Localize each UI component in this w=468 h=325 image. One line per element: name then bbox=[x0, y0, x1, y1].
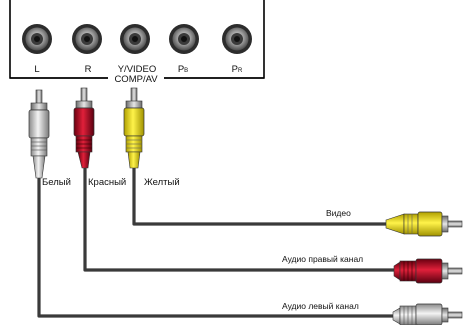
jack-label-r: R bbox=[85, 64, 92, 75]
label-white: Белый bbox=[42, 177, 71, 188]
group-label-comp-av: COMP/AV bbox=[114, 74, 158, 85]
plug-white-vertical[interactable] bbox=[28, 89, 50, 179]
jack-label-y-video: Y/VIDEO bbox=[118, 64, 157, 75]
cable-video bbox=[132, 168, 388, 226]
plug-yellow-vertical[interactable] bbox=[123, 87, 145, 169]
jack-label-l: L bbox=[34, 64, 39, 75]
label-yellow: Желтый bbox=[144, 177, 180, 188]
cable-audio-left bbox=[37, 178, 395, 318]
label-red: Красный bbox=[88, 177, 126, 188]
plug-red-vertical[interactable] bbox=[73, 87, 95, 169]
cables bbox=[37, 168, 396, 318]
jack-pr[interactable] bbox=[222, 24, 252, 54]
jack-label-pb: PB bbox=[178, 64, 188, 75]
label-audio-left: Аудио левый канал bbox=[282, 301, 359, 311]
plug-white-horizontal[interactable] bbox=[392, 303, 463, 325]
plug-red-horizontal[interactable] bbox=[393, 258, 463, 284]
label-audio-right: Аудио правый канал bbox=[282, 254, 363, 264]
jack-r[interactable] bbox=[72, 24, 102, 54]
jack-label-pb-sub: B bbox=[184, 68, 188, 74]
jack-y-video[interactable] bbox=[120, 24, 150, 54]
label-video: Видео bbox=[326, 208, 351, 218]
cable-audio-right bbox=[83, 168, 396, 272]
jack-label-pr-sub: R bbox=[238, 68, 243, 74]
jack-l[interactable] bbox=[22, 24, 52, 54]
group-label-backdrop bbox=[108, 73, 164, 84]
jack-pb[interactable] bbox=[169, 24, 199, 54]
jack-label-pr-main: P bbox=[232, 64, 238, 75]
jack-label-pr: PR bbox=[232, 64, 243, 75]
plug-yellow-horizontal[interactable] bbox=[385, 211, 463, 237]
jack-label-pb-main: P bbox=[178, 64, 184, 75]
